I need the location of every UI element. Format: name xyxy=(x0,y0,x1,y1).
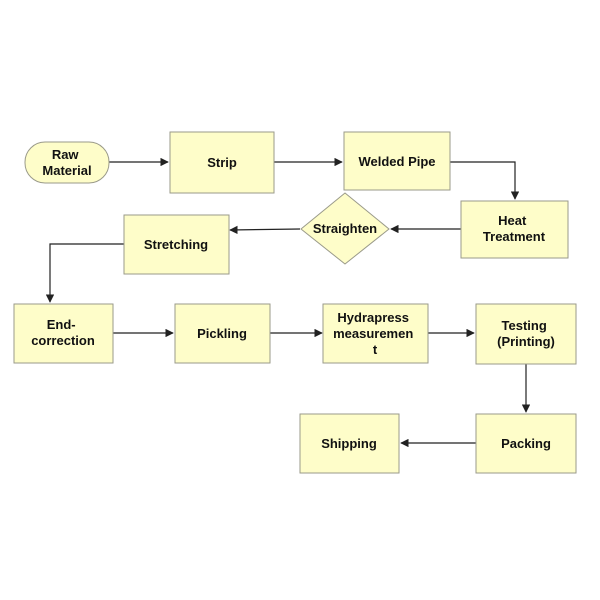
node-strip-label: Strip xyxy=(207,155,237,170)
node-heat-treatment-line-1: Heat xyxy=(498,213,527,228)
svg-text:End- correction: End- correction xyxy=(31,317,95,348)
svg-text:Shipping: Shipping xyxy=(321,436,377,451)
node-strip: Strip xyxy=(169,131,275,194)
node-testing-line-2: (Printing) xyxy=(497,334,555,349)
arrow-straighten-to-stretching xyxy=(229,225,301,235)
svg-text:Pickling: Pickling xyxy=(197,326,247,341)
node-hydrapress-measurement: Hydrapress measuremen t xyxy=(322,303,429,364)
node-welded-pipe-label: Welded Pipe xyxy=(358,154,435,169)
node-testing-line-1: Testing xyxy=(502,318,547,333)
svg-text:Heat Treatment: Heat Treatment xyxy=(483,213,546,244)
node-pickling: Pickling xyxy=(174,303,271,364)
svg-text:Raw Material: Raw Material xyxy=(42,147,91,178)
node-shipping: Shipping xyxy=(299,413,400,474)
node-straighten-label: Straighten xyxy=(313,221,377,236)
node-welded-pipe: Welded Pipe xyxy=(343,131,451,191)
arrow-welded-pipe-to-heat-treatment xyxy=(450,161,520,200)
node-raw-material: Raw Material xyxy=(24,141,110,184)
node-heat-treatment-line-2: Treatment xyxy=(483,229,546,244)
node-shipping-label: Shipping xyxy=(321,436,377,451)
node-end-correction-line-2: correction xyxy=(31,333,95,348)
arrow-stretching-to-end-correction xyxy=(45,243,124,303)
node-pickling-label: Pickling xyxy=(197,326,247,341)
flow-nodes: Raw Material Strip Welded Pipe Heat Trea… xyxy=(13,131,577,474)
node-end-correction: End- correction xyxy=(13,303,114,364)
node-hydrapress-line-2: measuremen xyxy=(333,326,413,341)
node-hydrapress-line-1: Hydrapress xyxy=(337,310,409,325)
node-stretching: Stretching xyxy=(123,214,230,275)
node-end-correction-line-1: End- xyxy=(47,317,76,332)
node-straighten: Straighten xyxy=(300,192,390,265)
flow-arrows xyxy=(45,157,531,448)
svg-text:Welded Pipe: Welded Pipe xyxy=(358,154,435,169)
node-packing-label: Packing xyxy=(501,436,551,451)
svg-text:Stretching: Stretching xyxy=(144,237,208,252)
svg-text:Packing: Packing xyxy=(501,436,551,451)
node-heat-treatment: Heat Treatment xyxy=(460,200,569,259)
svg-text:Strip: Strip xyxy=(207,155,237,170)
node-raw-material-line-2: Material xyxy=(42,163,91,178)
node-packing: Packing xyxy=(475,413,577,474)
svg-text:Straighten: Straighten xyxy=(313,221,377,236)
node-stretching-label: Stretching xyxy=(144,237,208,252)
node-hydrapress-line-3: t xyxy=(373,342,378,357)
node-testing-printing: Testing (Printing) xyxy=(475,303,577,365)
svg-text:Hydrapress measuremen: Hydrapress measuremen t xyxy=(333,310,417,357)
node-raw-material-line-1: Raw xyxy=(52,147,80,162)
svg-text:Testing (Printing): Testing (Printing) xyxy=(497,318,555,349)
